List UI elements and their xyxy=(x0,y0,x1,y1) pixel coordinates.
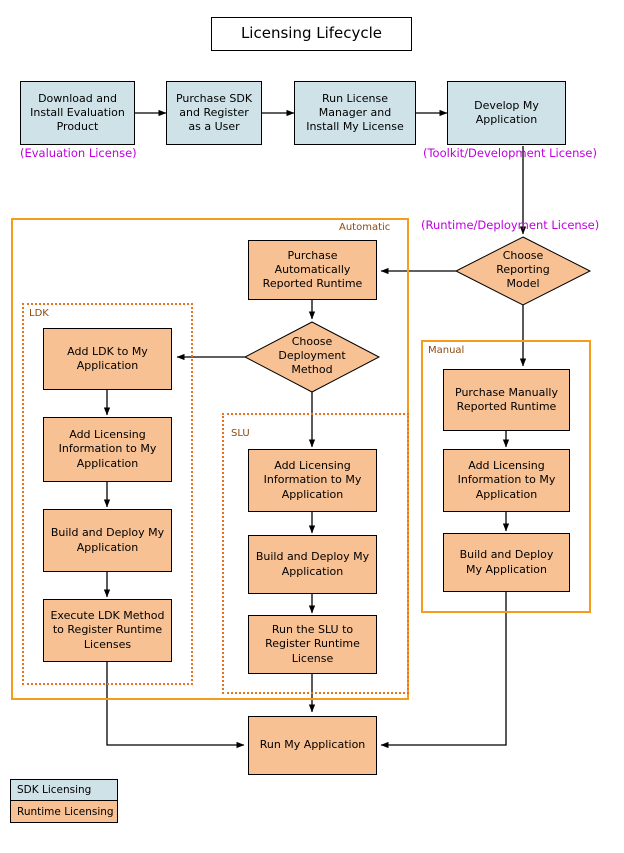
license-caption-evaluation: (Evaluation License) xyxy=(20,146,137,160)
legend: SDK Licensing Runtime Licensing xyxy=(10,779,118,823)
legend-item-sdk-licensing: SDK Licensing xyxy=(11,780,117,801)
node-slu-build-deploy[interactable]: Build and Deploy My Application xyxy=(248,535,377,594)
node-ldk-build-deploy[interactable]: Build and Deploy My Application xyxy=(43,509,172,572)
group-ldk-label: LDK xyxy=(29,308,49,319)
group-manual xyxy=(421,340,591,613)
page-title: Licensing Lifecycle xyxy=(211,17,412,51)
arrow-manual-to-run-app xyxy=(380,592,507,749)
choose-reporting-model-line-2: Model xyxy=(506,277,539,290)
license-caption-runtime: (Runtime/Deployment License) xyxy=(421,218,600,232)
node-download-install[interactable]: Download and Install Evaluation Product xyxy=(20,81,135,145)
group-slu xyxy=(222,413,409,694)
choose-deployment-method-line-2: Method xyxy=(291,363,332,376)
legend-item-runtime-licensing: Runtime Licensing xyxy=(11,801,117,822)
choose-deployment-method-line-0: Choose xyxy=(292,335,333,348)
node-purchase-manual-runtime[interactable]: Purchase Manually Reported Runtime xyxy=(443,369,570,431)
node-run-slu[interactable]: Run the SLU to Register Runtime License xyxy=(248,615,377,674)
node-purchase-sdk[interactable]: Purchase SDK and Register as a User xyxy=(166,81,262,145)
group-slu-label: SLU xyxy=(231,428,250,439)
choose-reporting-model-line-0: Choose xyxy=(503,249,544,262)
node-manual-build-deploy[interactable]: Build and Deploy My Application xyxy=(443,533,570,592)
group-ldk xyxy=(22,303,193,685)
node-slu-add-licensing-info[interactable]: Add Licensing Information to My Applicat… xyxy=(248,449,377,512)
node-execute-ldk-method[interactable]: Execute LDK Method to Register Runtime L… xyxy=(43,599,172,662)
choose-deployment-method-line-1: Deployment xyxy=(278,349,346,362)
node-run-license-manager[interactable]: Run License Manager and Install My Licen… xyxy=(294,81,416,145)
choose-reporting-model-line-1: Reporting xyxy=(496,263,549,276)
node-manual-add-licensing-info[interactable]: Add Licensing Information to My Applicat… xyxy=(443,449,570,512)
group-manual-label: Manual xyxy=(428,345,465,356)
node-run-my-application[interactable]: Run My Application xyxy=(248,716,377,775)
license-caption-toolkit: (Toolkit/Development License) xyxy=(423,146,597,160)
node-develop-application[interactable]: Develop My Application xyxy=(447,81,566,145)
node-ldk-add-licensing-info[interactable]: Add Licensing Information to My Applicat… xyxy=(43,417,172,482)
group-automatic-label: Automatic xyxy=(339,222,391,233)
arrow-ldk-to-run-app xyxy=(106,662,245,749)
node-purchase-auto-runtime[interactable]: Purchase Automatically Reported Runtime xyxy=(248,240,377,300)
node-add-ldk[interactable]: Add LDK to My Application xyxy=(43,328,172,390)
